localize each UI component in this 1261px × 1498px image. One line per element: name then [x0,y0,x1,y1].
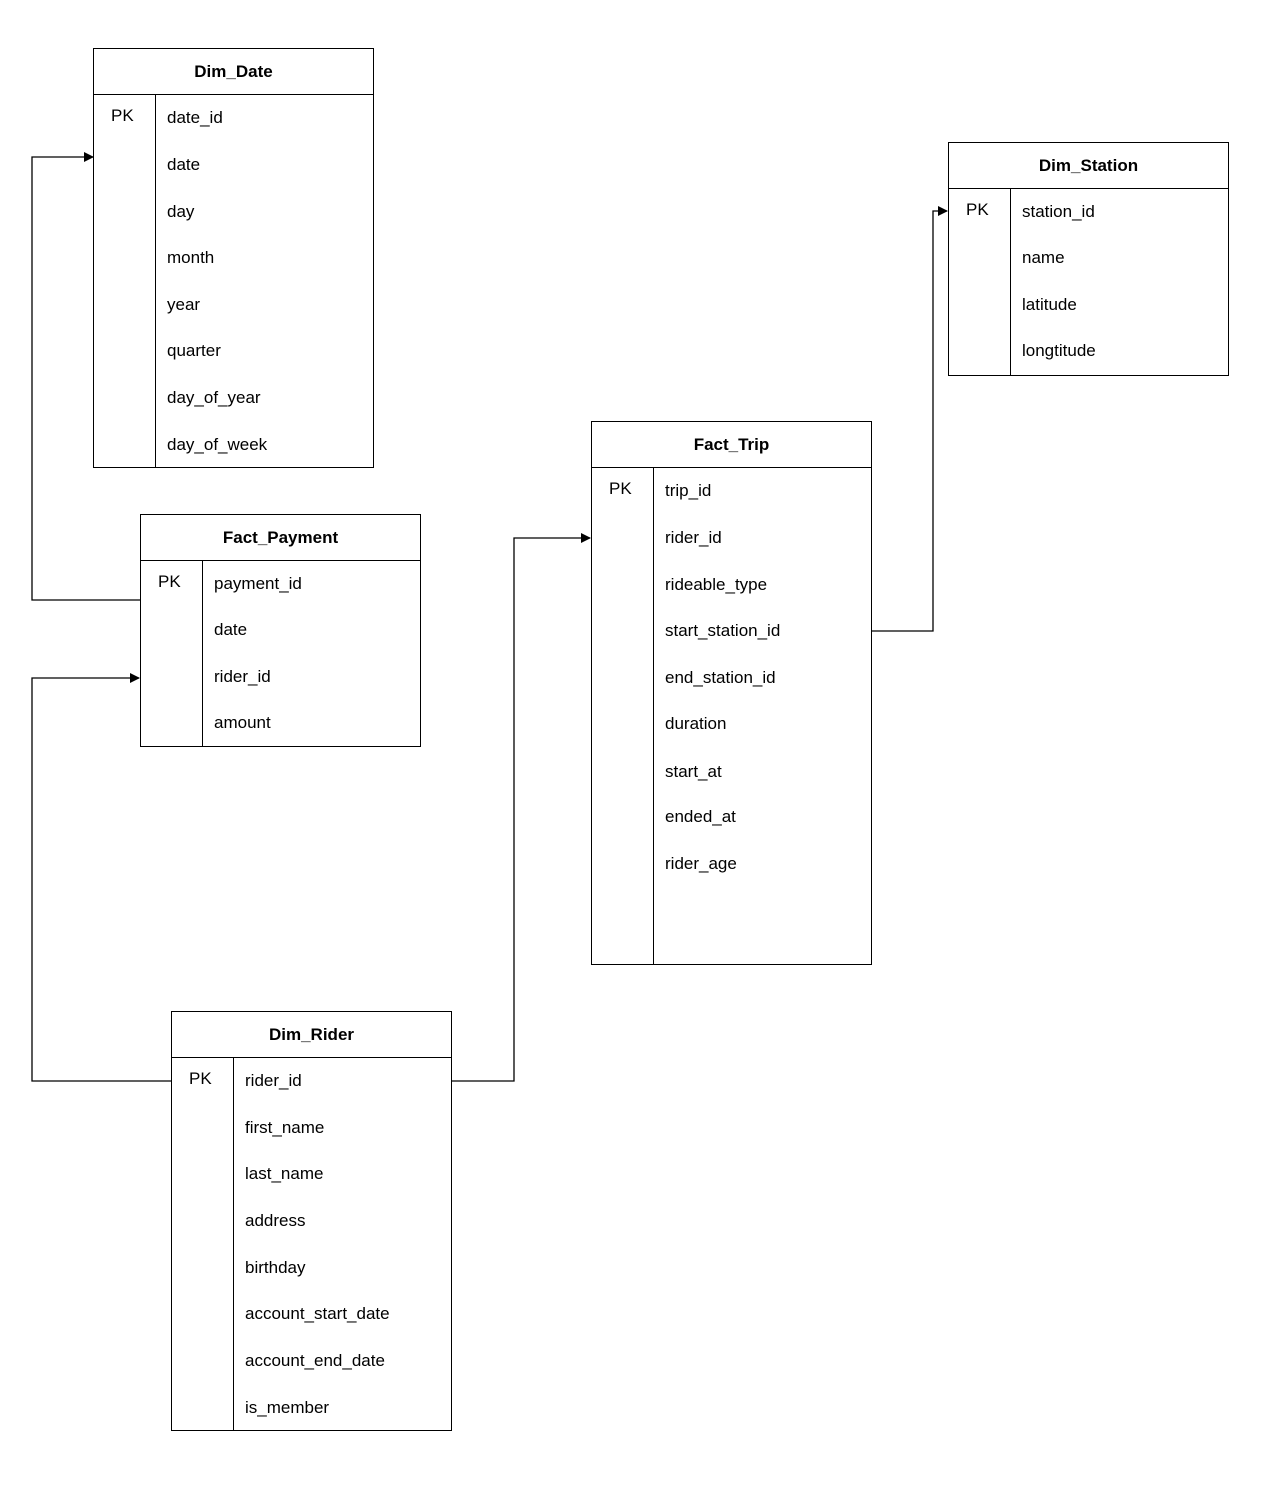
pk-label: PK [609,479,632,498]
field-rider-id: rider_id [665,528,722,547]
table-dim-station[interactable]: Dim_Station PK station_id name latitude … [948,142,1229,376]
field-trip-id: trip_id [665,481,712,500]
key-column: PK [94,95,156,467]
table-title: Fact_Payment [141,515,420,561]
table-fact-payment[interactable]: Fact_Payment PK payment_id date rider_id… [140,514,421,747]
table-fact-trip[interactable]: Fact_Trip PK trip_id rider_id rideable_t… [591,421,872,965]
table-dim-rider[interactable]: Dim_Rider PK rider_id first_name last_na… [171,1011,452,1431]
field-latitude: latitude [1022,295,1077,314]
field-is-member: is_member [245,1398,330,1417]
field-day-of-week: day_of_week [167,435,268,454]
field-account-start-date: account_start_date [245,1304,390,1323]
field-ended-at: ended_at [665,807,736,826]
field-station-id: station_id [1022,202,1095,221]
field-year: year [167,295,201,314]
key-column: PK [141,561,203,746]
field-name: name [1022,248,1065,267]
field-date-id: date_id [167,108,223,127]
key-column: PK [172,1058,234,1430]
field-rideable-type: rideable_type [665,575,768,594]
field-day-of-year: day_of_year [167,388,261,407]
field-day: day [167,202,195,221]
field-start-at: start_at [665,762,722,781]
field-date: date [214,620,248,639]
connector-rider-to-payment [31,673,171,1082]
field-address: address [245,1211,306,1230]
pk-label: PK [966,200,989,219]
field-duration: duration [665,714,727,733]
field-birthday: birthday [245,1258,306,1277]
key-column: PK [949,189,1011,375]
table-title: Fact_Trip [592,422,871,468]
connector-payment-to-date [31,152,140,601]
table-title: Dim_Rider [172,1012,451,1058]
pk-label: PK [189,1069,212,1088]
field-date: date [167,155,201,174]
table-dim-date[interactable]: Dim_Date PK date_id date day month year … [93,48,374,468]
table-title: Dim_Date [94,49,373,95]
field-payment-id: payment_id [214,574,302,593]
field-rider-id: rider_id [245,1071,302,1090]
pk-label: PK [158,572,181,591]
field-quarter: quarter [167,341,221,360]
field-first-name: first_name [245,1118,325,1137]
field-rider-age: rider_age [665,854,737,873]
field-start-station-id: start_station_id [665,621,781,640]
field-amount: amount [214,713,271,732]
key-column: PK [592,468,654,964]
field-month: month [167,248,215,267]
field-end-station-id: end_station_id [665,668,776,687]
field-longtitude: longtitude [1022,341,1096,360]
pk-label: PK [111,106,134,125]
connector-rider-to-trip [452,533,591,1082]
field-last-name: last_name [245,1164,324,1183]
table-title: Dim_Station [949,143,1228,189]
field-rider-id: rider_id [214,667,271,686]
connector-trip-to-station [871,206,948,632]
field-account-end-date: account_end_date [245,1351,385,1370]
